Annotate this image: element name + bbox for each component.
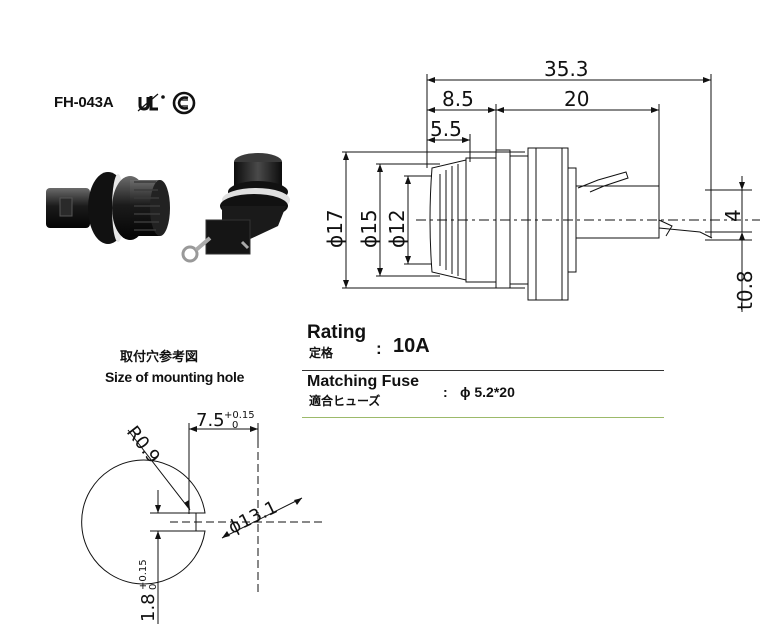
- hole-radius: R0.9: [122, 422, 164, 467]
- product-photo-angled: [181, 153, 290, 263]
- dim-terminal-thickness: t0.8: [733, 270, 757, 310]
- dim-body-length: 20: [564, 87, 589, 111]
- hole-width: 7.5: [196, 410, 225, 431]
- hole-diameter: ϕ13.1: [225, 497, 281, 539]
- dim-phi-mid: ϕ15: [357, 209, 381, 248]
- product-photo-side: [46, 172, 170, 244]
- notch-depth: 1.8: [138, 593, 159, 622]
- matching-fuse-label-jp: 適合ヒューズ: [309, 394, 381, 408]
- matching-fuse-value: ϕ 5.2*20: [460, 384, 515, 400]
- mounting-hole-title-en: Size of mounting hole: [105, 369, 245, 385]
- notch-tol-upper: +0.15: [138, 559, 149, 590]
- rating-separator: :: [376, 339, 382, 358]
- matching-fuse-label-en: Matching Fuse: [307, 373, 420, 390]
- rating-label-en: Rating: [307, 322, 367, 343]
- hole-width-tol-upper: +0.15: [224, 410, 255, 421]
- dim-phi-inner: ϕ12: [385, 209, 409, 248]
- spec-divider: [302, 370, 664, 371]
- mounting-hole-title-jp: 取付穴参考図: [120, 349, 199, 364]
- dim-cap-length: 5.5: [430, 117, 462, 141]
- spec-bottom-rule: [302, 417, 664, 418]
- rating-label-jp: 定格: [309, 346, 334, 360]
- matching-fuse-separator: :: [443, 384, 448, 400]
- rating-value: 10A: [393, 335, 430, 357]
- model-number: FH-043A: [54, 94, 114, 111]
- csa-icon: [172, 91, 196, 115]
- dim-head-length: 8.5: [442, 87, 474, 111]
- dim-phi-outer: ϕ17: [323, 209, 347, 248]
- dim-terminal-offset: 4: [721, 209, 745, 222]
- certification-marks: [137, 91, 196, 115]
- dim-overall-length: 35.3: [544, 57, 589, 81]
- ul-recognized-icon: [137, 93, 165, 112]
- hole-width-tol-lower: 0: [232, 420, 238, 431]
- notch-tol-lower: 0: [148, 584, 159, 590]
